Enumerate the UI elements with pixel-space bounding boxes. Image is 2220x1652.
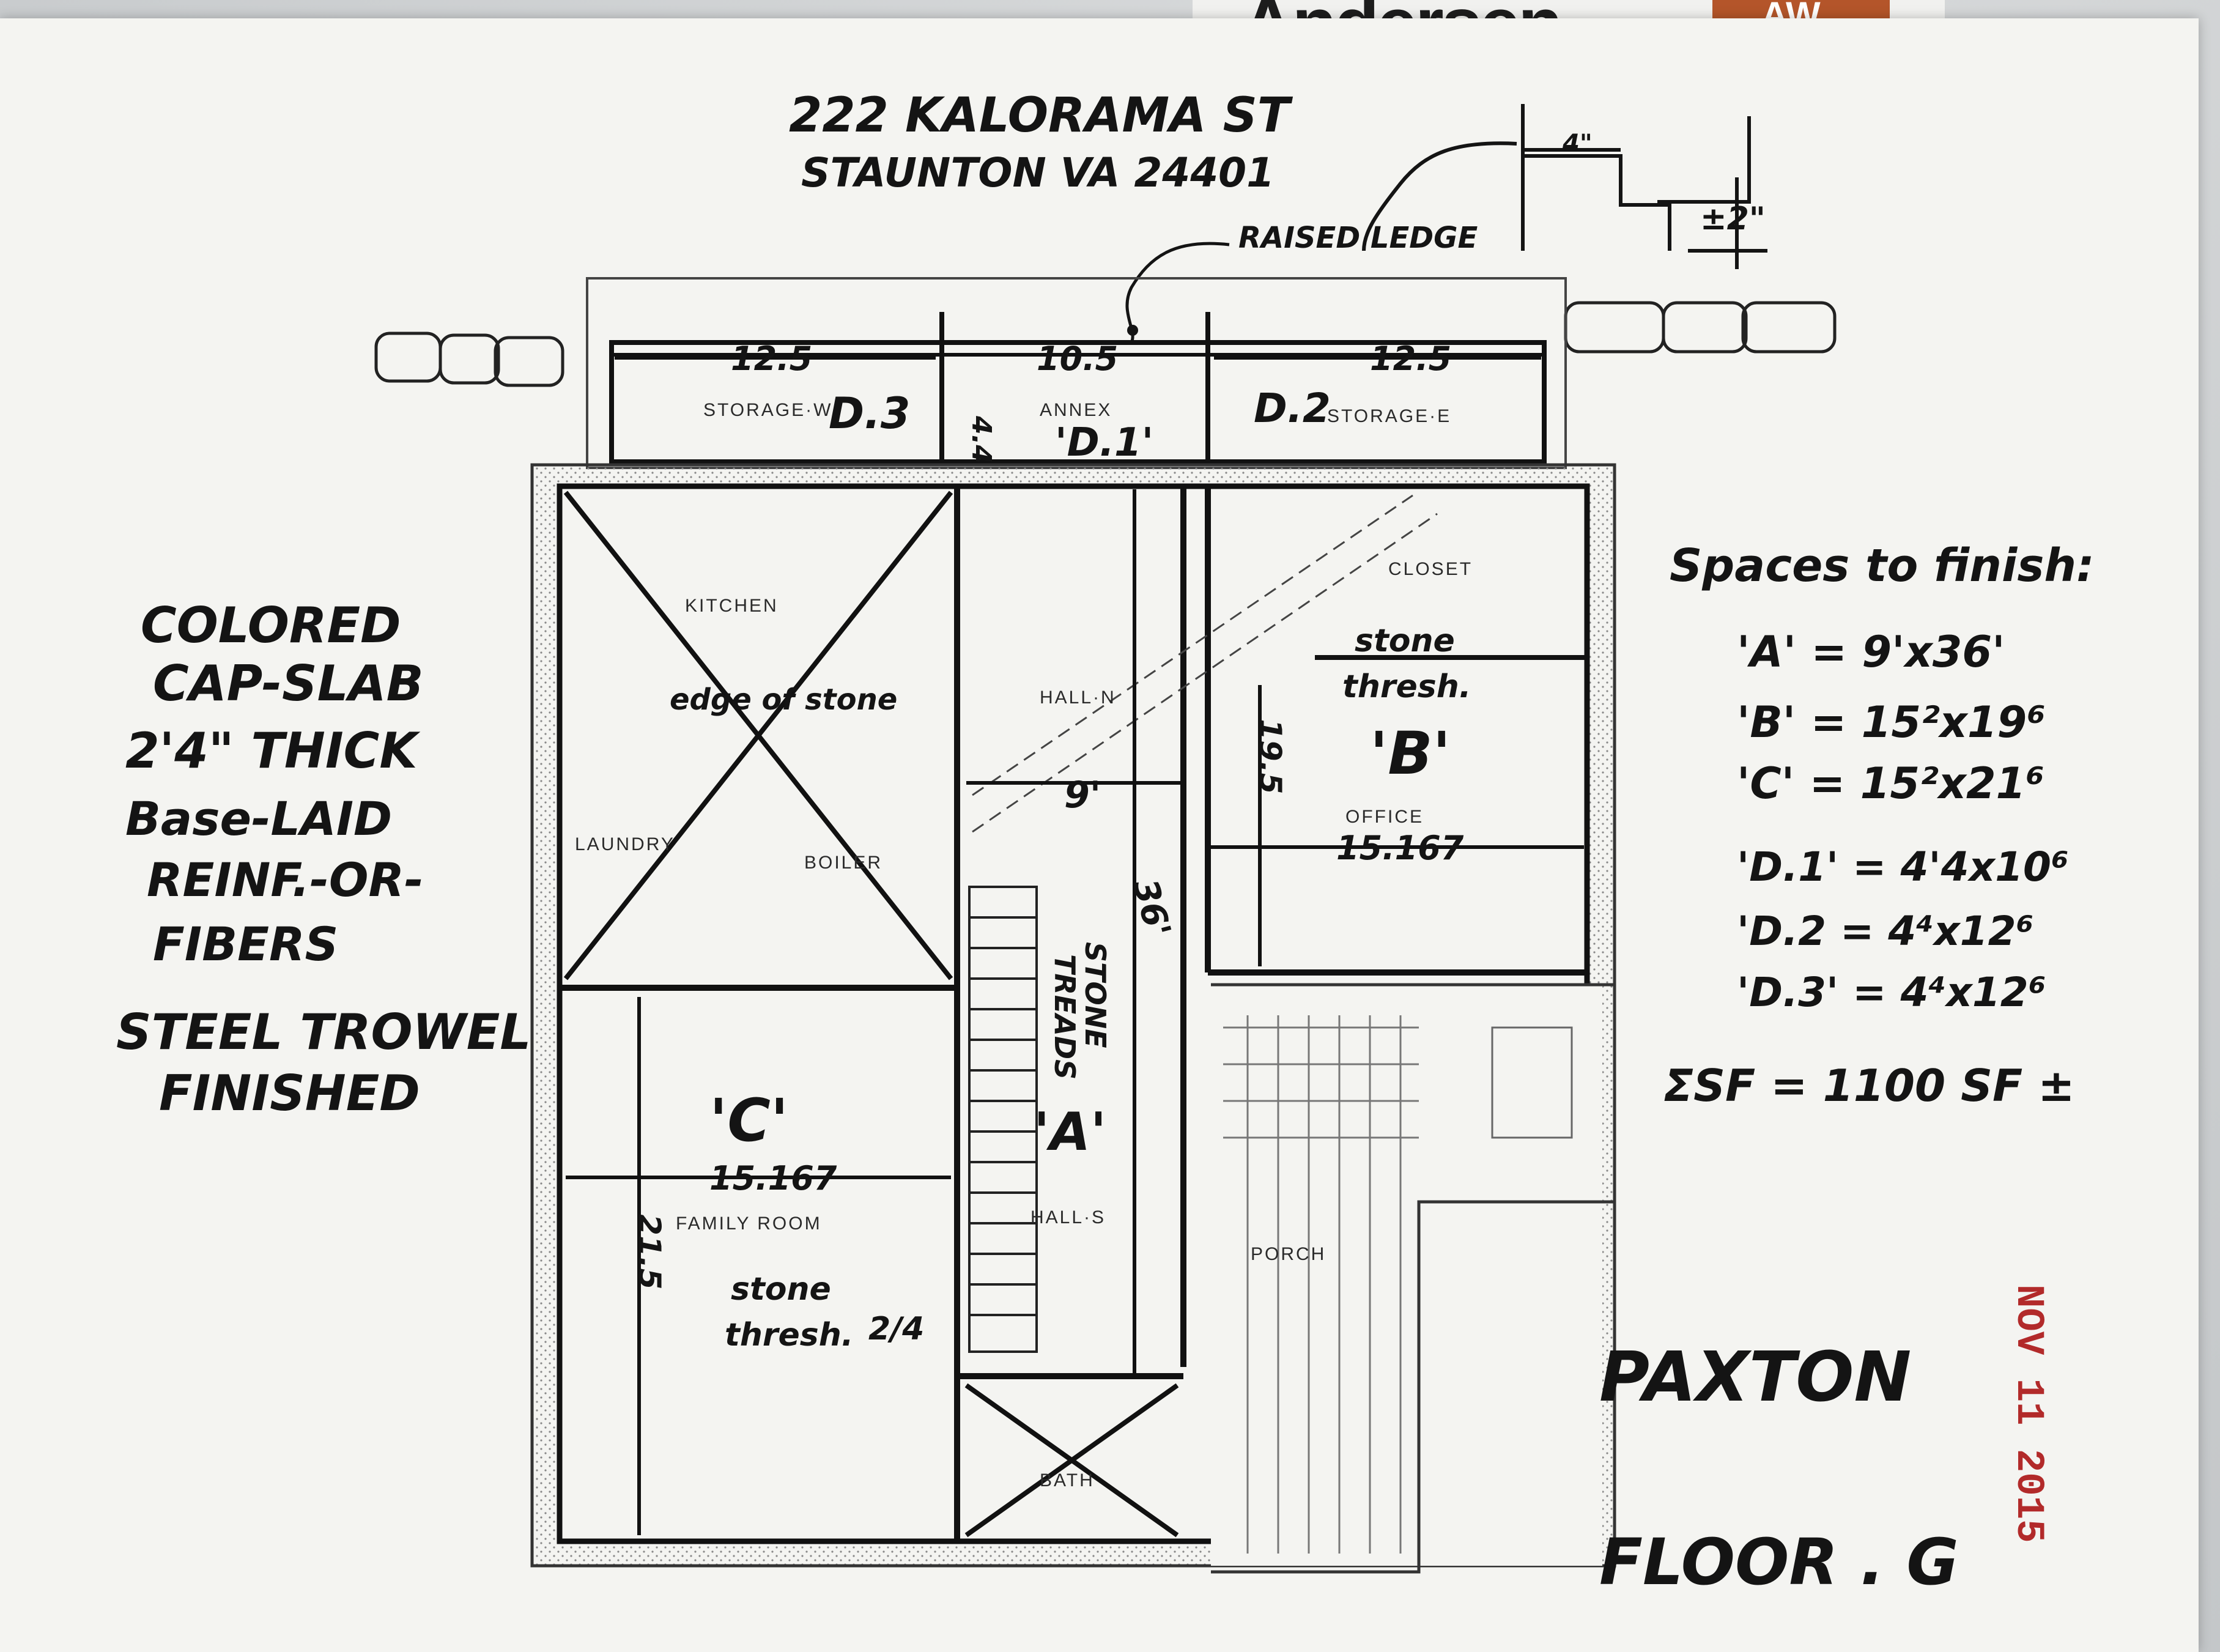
room-family: FAMILY ROOM (676, 1213, 822, 1234)
note-treads: TREADS (1048, 954, 1081, 1080)
signature-name: PAXTON (1599, 1338, 1911, 1417)
note-stone-stair: STONE (1079, 942, 1112, 1048)
room-closet: CLOSET (1388, 559, 1473, 579)
room-kitchen: KITCHEN (685, 596, 779, 616)
zone-b: 'B' (1370, 719, 1451, 788)
spaces-item: 'A' = 9'x36' (1737, 627, 2005, 677)
note-office-thresh: thresh. (1342, 669, 1471, 705)
room-bath: BATH (1040, 1470, 1095, 1491)
dimension-lines (566, 353, 1584, 1535)
slab-note-line: FIBERS (153, 917, 338, 971)
note-family-thresh: thresh. (725, 1317, 854, 1354)
spaces-item: 'C' = 15²x21⁶ (1737, 758, 2044, 809)
porch-deck (1223, 1015, 1573, 1554)
raised-ledge-label: RAISED LEDGE (1238, 221, 1478, 255)
ledge-width-dim: 4" (1562, 130, 1593, 158)
dim-annex-depth: 4.4 (966, 415, 997, 464)
note-office-stone: stone (1355, 623, 1455, 659)
stair (968, 886, 1038, 1353)
slab-notes: COLORED CAP-SLAB 2'4" THICK Base-LAID RE… (116, 597, 531, 1122)
spaces-title: Spaces to finish: (1670, 539, 2095, 592)
room-laundry: LAUNDRY (575, 834, 675, 854)
dim-storage-e: 12.5 (1370, 339, 1451, 378)
building-walls (530, 463, 1616, 1574)
room-porch: PORCH (1251, 1244, 1326, 1264)
slab-note-line: 2'4" THICK (125, 722, 420, 779)
spaces-total: ΣSF = 1100 SF ± (1663, 1060, 2075, 1111)
boulder-wall-east (1564, 301, 1837, 354)
spaces-item: 'D.1' = 4'4x10⁶ (1737, 843, 2069, 891)
room-storage-w: STORAGE·W (703, 400, 832, 420)
room-annex: ANNEX (1040, 400, 1112, 420)
spaces-list: Spaces to finish: 'A' = 9'x36' 'B' = 15²… (1663, 539, 2095, 1111)
dim-annex: 10.5 (1037, 339, 1118, 378)
dim-family-depth: 21.5 (632, 1214, 667, 1289)
note-edge-of-stone: edge of stone (670, 683, 897, 717)
ledge-height-dim: ±2" (1700, 201, 1766, 237)
slab-note-line: REINF.-OR- (147, 853, 424, 907)
zone-a: 'A' (1034, 1102, 1106, 1163)
spaces-item: 'B' = 15²x19⁶ (1737, 697, 2046, 747)
slab-note-line: CAP-SLAB (153, 655, 424, 712)
excluded-areas (563, 491, 1179, 1538)
slab-note-line: FINISHED (159, 1065, 420, 1122)
zone-d2: D.2 (1254, 385, 1331, 432)
note-family-stone: stone (731, 1271, 831, 1308)
slab-note-line: Base-LAID (125, 791, 392, 846)
slab-note-line: STEEL TROWEL (116, 1004, 531, 1061)
room-hall-s: HALL·S (1030, 1207, 1106, 1228)
address-line-2: STAUNTON VA 24401 (801, 149, 1275, 196)
room-boiler: BOILER (804, 853, 882, 873)
room-office: OFFICE (1345, 807, 1424, 827)
ledge-detail (1362, 104, 1767, 269)
dim-storage-w: 12.5 (731, 339, 812, 378)
room-hall-n: HALL·N (1040, 687, 1116, 708)
date-stamp: NOV 11 2015 (2006, 1284, 2050, 1543)
boulder-wall-west (374, 332, 564, 387)
dim-family-width: 15.167 (709, 1159, 837, 1198)
leader-dot (1127, 325, 1138, 336)
dim-office-width: 15.167 (1336, 829, 1464, 867)
address-line-1: 222 KALORAMA ST (789, 88, 1293, 143)
dim-hall-width: 9' (1064, 774, 1101, 817)
zone-d1: 'D.1' (1055, 420, 1153, 465)
spaces-item: 'D.2 = 4⁴x12⁶ (1737, 908, 2033, 955)
floor-label: FLOOR . G (1599, 1525, 1959, 1599)
room-storage-e: STORAGE·E (1327, 406, 1451, 426)
dim-office-depth: 19.5 (1252, 719, 1288, 794)
note-family-size: 2/4 (868, 1311, 924, 1347)
hall-diagonals (972, 494, 1438, 833)
spaces-item: 'D.3' = 4⁴x12⁶ (1737, 969, 2046, 1016)
zone-d3: D.3 (829, 388, 910, 439)
slab-note-line: COLORED (141, 597, 401, 654)
leader-line (1125, 242, 1230, 344)
zone-c: 'C' (709, 1086, 788, 1155)
